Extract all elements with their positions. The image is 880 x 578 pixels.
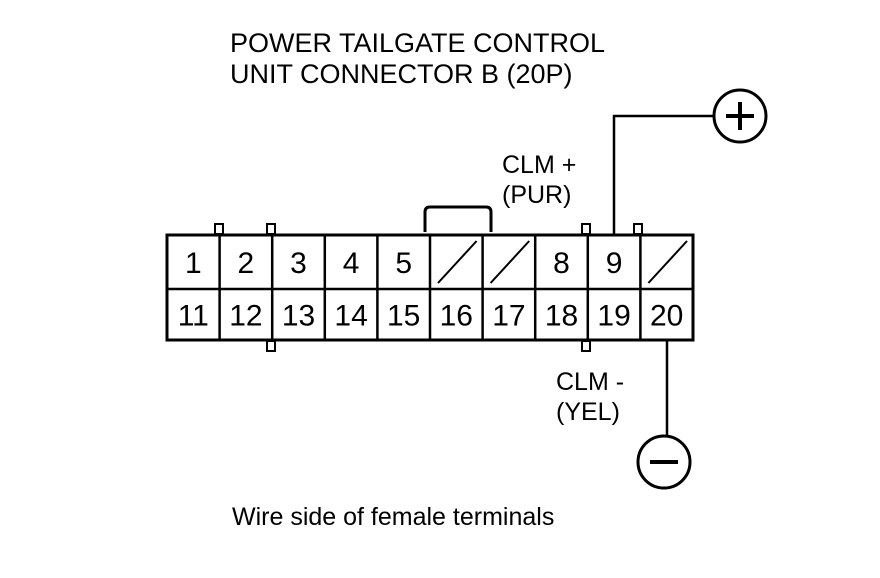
clm-plus-label: CLM + xyxy=(502,151,576,179)
clm-plus-color: (PUR) xyxy=(502,181,571,209)
terminal-key xyxy=(581,223,591,235)
terminal-number: 5 xyxy=(395,247,412,280)
terminal-number: 18 xyxy=(545,300,578,333)
terminal-key xyxy=(266,223,276,235)
terminal-number: 8 xyxy=(553,247,570,280)
clm-minus-label: CLM - xyxy=(556,368,624,396)
terminal-key xyxy=(214,223,224,235)
terminal-number: 16 xyxy=(440,300,473,333)
caption: Wire side of female terminals xyxy=(232,503,554,531)
clm-minus-color: (YEL) xyxy=(556,398,620,426)
terminal-number: 11 xyxy=(178,300,209,333)
terminal-number: 17 xyxy=(492,300,525,333)
terminal-number: 2 xyxy=(238,247,255,280)
unused-terminal-slash xyxy=(647,240,688,284)
terminal-number: 4 xyxy=(343,247,360,280)
terminal-number: 9 xyxy=(606,247,623,280)
terminal-number: 19 xyxy=(597,300,630,333)
terminal-number: 15 xyxy=(387,300,420,333)
terminal-number: 13 xyxy=(282,300,315,333)
terminal-key xyxy=(633,223,643,235)
terminal-number: 1 xyxy=(185,247,202,280)
connector-lock-tab xyxy=(423,205,493,232)
clm-plus-wire xyxy=(612,114,714,235)
terminal-number: 20 xyxy=(650,300,683,333)
title-line-2: UNIT CONNECTOR B (20P) xyxy=(230,59,573,89)
terminal-number: 14 xyxy=(334,300,367,333)
terminal-number: 12 xyxy=(229,300,262,333)
unused-terminal-slash xyxy=(437,240,478,284)
unused-terminal-slash xyxy=(489,240,530,284)
title-line-1: POWER TAILGATE CONTROL xyxy=(230,28,605,58)
terminal-number: 3 xyxy=(290,247,307,280)
terminal-key xyxy=(581,340,591,352)
terminal-key xyxy=(266,340,276,352)
